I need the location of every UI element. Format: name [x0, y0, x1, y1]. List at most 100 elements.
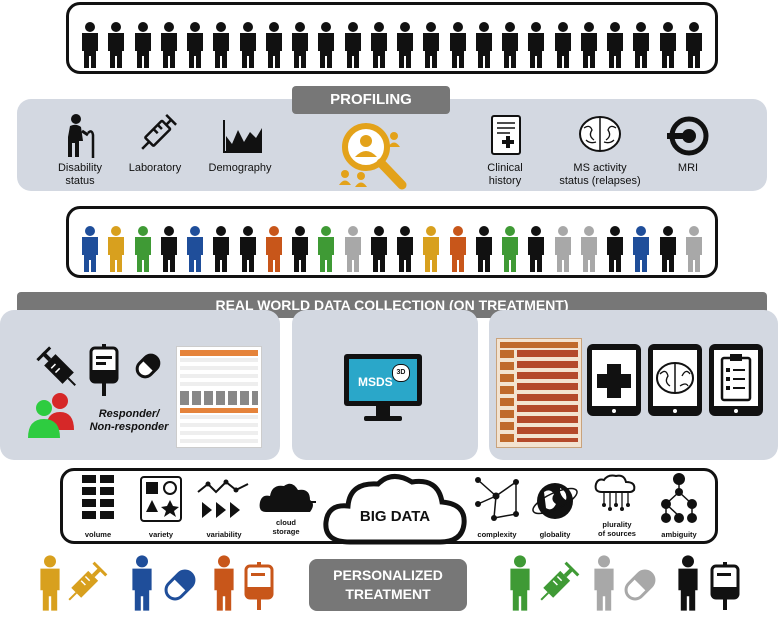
- person-icon: [213, 22, 230, 68]
- person-icon: [214, 555, 234, 611]
- profiled-people: [69, 209, 715, 275]
- person-icon: [213, 226, 230, 272]
- person-icon: [344, 226, 361, 272]
- person-icon: [633, 226, 650, 272]
- person-icon: [82, 226, 99, 272]
- complexity-icon: [475, 477, 519, 521]
- person-icon: [528, 22, 545, 68]
- globality-icon: [532, 483, 578, 519]
- capsule-icon: [624, 569, 656, 601]
- person-icon: [344, 22, 361, 68]
- plurality-of-sources-icon: [594, 474, 636, 511]
- big-data-title: BIG DATA: [359, 508, 431, 525]
- person-icon: [475, 226, 492, 272]
- person-icon: [475, 22, 492, 68]
- variety-icon: [140, 476, 182, 522]
- profiled-population-row: [66, 206, 718, 278]
- protocol-document-thumbnail: [176, 346, 262, 448]
- person-icon: [318, 22, 335, 68]
- person-icon: [134, 226, 151, 272]
- capsule-icon: [135, 353, 161, 379]
- mri-label: MRI: [677, 162, 699, 174]
- laboratory-label: Laboratory: [128, 162, 182, 174]
- population-people: [69, 5, 715, 71]
- msds-label: MSDS: [358, 375, 393, 389]
- personalized-treatment-row: [0, 548, 778, 617]
- mri-scanner-icon: [667, 116, 709, 156]
- person-icon: [607, 226, 624, 272]
- iv-bag-icon: [89, 344, 119, 396]
- person-icon: [370, 22, 387, 68]
- clinical-history-label: Clinical history: [487, 162, 523, 187]
- syringe-icon: [68, 561, 108, 601]
- demography-chart-icon: [223, 120, 262, 153]
- clinical-history-icon: [491, 115, 521, 155]
- person-icon: [423, 226, 440, 272]
- responder-label: Responder/ Non-responder: [89, 408, 169, 433]
- person-icon: [292, 22, 309, 68]
- profiling-title: PROFILING: [292, 86, 450, 114]
- syringe-icon: [141, 114, 177, 150]
- variety-label: variety: [148, 530, 174, 539]
- person-icon: [239, 226, 256, 272]
- person-icon: [502, 22, 519, 68]
- person-icon: [108, 22, 125, 68]
- person-icon: [659, 22, 676, 68]
- functional-system-document-thumbnail: [496, 338, 582, 448]
- globality-label: globality: [539, 530, 571, 539]
- person-icon: [160, 22, 177, 68]
- person-icon: [108, 226, 125, 272]
- person-icon: [510, 555, 530, 611]
- person-icon: [265, 226, 282, 272]
- person-icon: [134, 22, 151, 68]
- person-icon: [40, 555, 60, 611]
- person-icon: [370, 226, 387, 272]
- capsule-icon: [164, 569, 196, 601]
- brain-icon: [579, 116, 621, 152]
- person-icon: [132, 555, 152, 611]
- person-icon: [685, 226, 702, 272]
- big-data-cloud-icon: [323, 474, 467, 545]
- tablet-brain-icon: [648, 344, 702, 416]
- person-icon: [160, 226, 177, 272]
- ms-activity-label: MS activity status (relapses): [559, 162, 641, 187]
- person-icon: [594, 555, 614, 611]
- person-icon: [554, 226, 571, 272]
- demography-label: Demography: [208, 162, 272, 174]
- responder-people-icon: [28, 393, 74, 438]
- magnifier-people-icon: [339, 123, 407, 190]
- variability-icon: [197, 479, 249, 518]
- syringe-icon: [540, 561, 580, 601]
- syringe-icon: [36, 346, 76, 386]
- person-icon: [292, 226, 309, 272]
- cloud-storage-label: cloud storage: [272, 518, 300, 536]
- person-icon: [633, 22, 650, 68]
- person-icon: [397, 226, 414, 272]
- person-icon: [187, 226, 204, 272]
- person-icon: [397, 22, 414, 68]
- person-icon: [265, 22, 282, 68]
- person-icon: [580, 22, 597, 68]
- tablet-medical-cross-icon: [587, 344, 641, 416]
- person-icon: [554, 22, 571, 68]
- cloud-storage-icon: [259, 483, 316, 512]
- person-icon: [239, 22, 256, 68]
- ambiguity-icon: [661, 473, 697, 523]
- person-icon: [502, 226, 519, 272]
- plurality-of-sources-label: plurality of sources: [598, 520, 636, 538]
- iv-bag-icon: [710, 562, 740, 610]
- msds-3d-badge: 3D: [392, 364, 410, 382]
- person-icon: [82, 22, 99, 68]
- person-icon: [685, 22, 702, 68]
- person-icon: [607, 22, 624, 68]
- disability-status-label: Disability status: [57, 162, 102, 187]
- person-icon: [187, 22, 204, 68]
- tablet-checklist-icon: [709, 344, 763, 416]
- elderly-person-icon: [68, 114, 95, 158]
- variability-label: variability: [206, 530, 242, 539]
- person-icon: [449, 22, 466, 68]
- person-icon: [659, 226, 676, 272]
- volume-label: volume: [84, 530, 112, 539]
- population-row: [66, 2, 718, 74]
- complexity-label: complexity: [477, 530, 517, 539]
